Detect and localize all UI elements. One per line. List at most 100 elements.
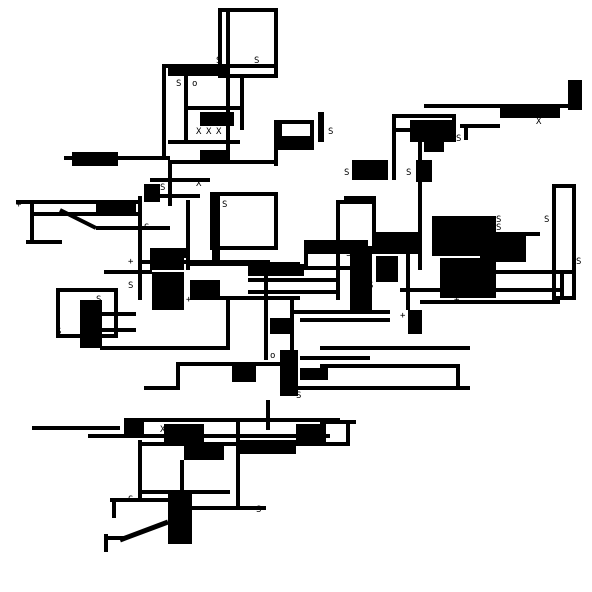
x-marker: X — [160, 425, 166, 435]
horizontal-corridor — [248, 290, 340, 294]
room-block — [150, 248, 190, 258]
horizontal-corridor — [218, 8, 278, 12]
horizontal-corridor — [16, 200, 140, 204]
vertical-corridor — [278, 120, 282, 150]
horizontal-corridor — [278, 120, 314, 124]
horizontal-corridor — [30, 212, 140, 216]
horizontal-corridor — [26, 240, 62, 244]
plus-marker: + — [128, 257, 134, 267]
s-marker: S — [406, 168, 411, 178]
s-marker: S — [576, 257, 581, 267]
horizontal-corridor — [496, 232, 540, 236]
room-block — [200, 150, 228, 162]
horizontal-corridor — [140, 490, 230, 494]
wall-layer — [16, 8, 582, 552]
vertical-corridor — [336, 200, 340, 250]
vertical-corridor — [138, 196, 142, 300]
vertical-corridor — [274, 8, 278, 78]
vertical-corridor — [104, 534, 108, 552]
s-marker: S — [176, 79, 181, 89]
vertical-corridor — [236, 418, 240, 508]
horizontal-corridor — [110, 498, 180, 502]
vertical-corridor — [138, 440, 142, 500]
vertical-corridor — [456, 364, 460, 386]
vertical-corridor — [290, 300, 294, 350]
horizontal-corridor — [150, 194, 200, 198]
x-marker: X — [206, 127, 212, 137]
vertical-corridor — [266, 400, 270, 430]
s-marker: S — [254, 56, 259, 66]
vertical-corridor — [240, 76, 244, 130]
s-marker: S — [128, 281, 133, 291]
vertical-corridor — [318, 112, 324, 142]
horizontal-corridor — [320, 346, 470, 350]
horizontal-corridor — [150, 178, 210, 182]
horizontal-corridor — [100, 346, 226, 350]
s-marker: S — [496, 223, 501, 233]
horizontal-corridor — [104, 270, 152, 274]
vertical-corridor — [56, 288, 60, 338]
room-block — [372, 232, 418, 254]
horizontal-corridor — [190, 262, 300, 266]
horizontal-corridor — [56, 288, 118, 292]
horizontal-corridor — [290, 310, 390, 314]
s-marker: S — [328, 127, 333, 137]
s-marker: S — [96, 295, 101, 305]
s-marker: S — [256, 505, 261, 515]
horizontal-corridor — [32, 426, 120, 430]
horizontal-corridor — [100, 328, 136, 332]
plus-marker: + — [186, 295, 192, 305]
x-marker: X — [536, 117, 542, 127]
horizontal-corridor — [184, 106, 240, 110]
vertical-corridor — [552, 184, 556, 300]
horizontal-corridor — [210, 192, 278, 196]
plus-marker: + — [400, 311, 406, 321]
room-block — [232, 362, 256, 382]
vertical-corridor — [168, 160, 172, 206]
horizontal-corridor — [168, 140, 240, 144]
horizontal-corridor — [336, 200, 376, 204]
horizontal-corridor — [190, 296, 300, 300]
vertical-corridor — [274, 120, 278, 166]
room-block — [352, 160, 388, 180]
vertical-corridor — [336, 250, 340, 300]
x-marker: X — [168, 431, 174, 441]
vertical-corridor — [274, 192, 278, 250]
horizontal-corridor — [320, 364, 460, 368]
room-block — [282, 136, 310, 148]
room-block — [80, 300, 102, 348]
s-marker: S — [456, 134, 461, 144]
horizontal-corridor — [336, 246, 376, 250]
room-block — [300, 368, 328, 380]
room-block — [416, 160, 432, 182]
plus-marker: + — [16, 200, 22, 210]
room-block — [500, 104, 560, 118]
s-marker: S — [160, 183, 165, 193]
vertical-corridor — [212, 192, 220, 260]
room-block — [410, 120, 456, 142]
vertical-corridor — [186, 200, 190, 270]
room-block — [168, 66, 228, 76]
room-block — [350, 250, 372, 310]
horizontal-corridor — [218, 74, 278, 78]
horizontal-corridor — [100, 312, 136, 316]
horizontal-corridor — [304, 266, 364, 270]
horizontal-corridor — [300, 356, 370, 360]
vertical-corridor — [310, 120, 314, 150]
vertical-corridor — [226, 296, 230, 350]
horizontal-corridor — [144, 386, 180, 390]
vertical-corridor — [180, 460, 184, 490]
horizontal-corridor — [320, 420, 356, 424]
x-marker: X — [196, 127, 202, 137]
horizontal-corridor — [96, 226, 170, 230]
s-marker: S — [368, 281, 373, 291]
x-marker: X — [530, 111, 536, 121]
horizontal-corridor — [496, 270, 576, 274]
s-marker: S — [216, 56, 221, 66]
room-block — [238, 440, 296, 454]
room-block — [184, 446, 224, 460]
room-block — [480, 236, 526, 262]
horizontal-corridor — [64, 156, 170, 160]
